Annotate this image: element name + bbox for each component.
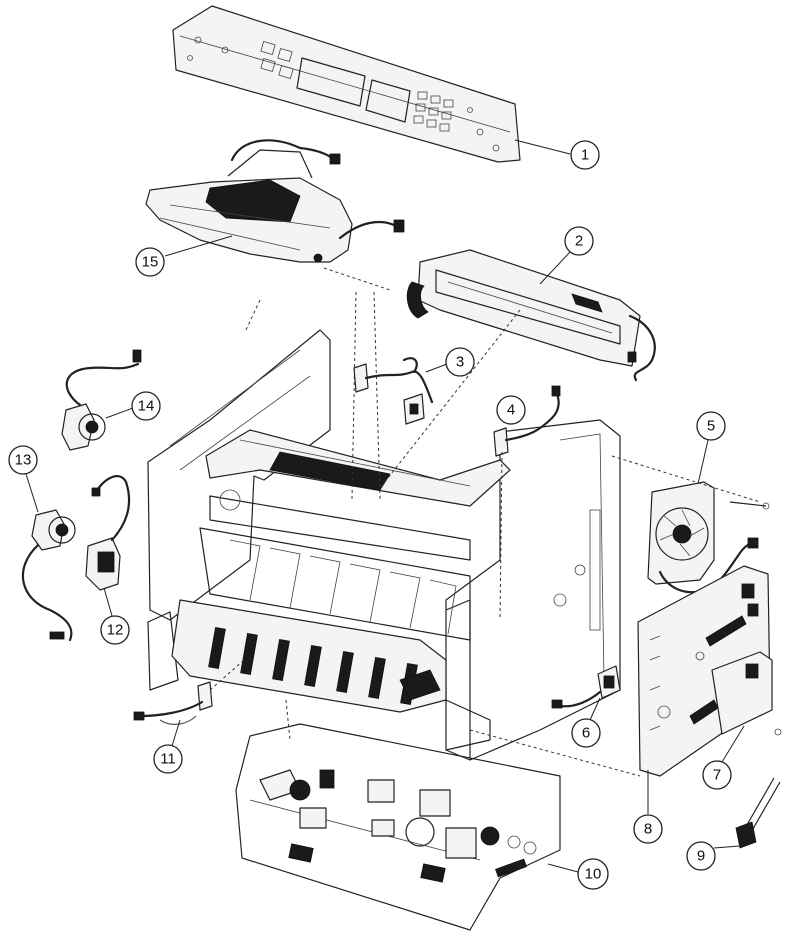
callout-12-label: 12 xyxy=(107,622,124,639)
callout-4-label: 4 xyxy=(507,402,515,419)
part-printhead xyxy=(145,139,405,263)
callout-9: 9 xyxy=(686,841,716,871)
callout-7-label: 7 xyxy=(713,767,721,784)
leader-line-9 xyxy=(713,845,741,849)
leader-line-6 xyxy=(589,697,601,721)
callout-8: 8 xyxy=(633,814,663,844)
part-motor-14 xyxy=(61,349,142,451)
callout-9-label: 9 xyxy=(697,848,705,865)
callout-2-label: 2 xyxy=(575,233,583,250)
callout-5-label: 5 xyxy=(707,418,715,435)
callout-7: 7 xyxy=(702,760,732,790)
callout-11: 11 xyxy=(153,744,183,774)
callout-8-label: 8 xyxy=(644,821,652,838)
part-main-frame xyxy=(147,329,621,761)
callout-10-label: 10 xyxy=(585,866,602,883)
callout-5: 5 xyxy=(696,411,726,441)
callout-6: 6 xyxy=(571,718,601,748)
callout-3-label: 3 xyxy=(456,354,464,371)
callout-13-label: 13 xyxy=(15,452,32,469)
part-fan xyxy=(647,481,770,594)
part-power-supply xyxy=(235,723,561,931)
callout-4: 4 xyxy=(496,395,526,425)
callout-3: 3 xyxy=(445,347,475,377)
part-operator-panel xyxy=(172,5,521,163)
leader-line-12 xyxy=(103,587,113,617)
part-solenoid xyxy=(85,475,131,591)
part-antenna xyxy=(735,728,782,849)
leader-line-13 xyxy=(25,473,39,513)
callout-6-label: 6 xyxy=(582,725,590,742)
alignment-lines xyxy=(209,267,761,777)
callout-14: 14 xyxy=(131,391,161,421)
callout-10: 10 xyxy=(577,858,609,890)
callout-12: 12 xyxy=(100,615,130,645)
callout-15: 15 xyxy=(135,247,165,277)
leader-line-5 xyxy=(697,439,709,485)
leader-line-7 xyxy=(721,725,745,763)
leader-line-3 xyxy=(425,363,448,373)
callout-14-label: 14 xyxy=(138,398,155,415)
part-fuser xyxy=(406,249,656,382)
callout-1: 1 xyxy=(570,140,600,170)
part-sensor-6 xyxy=(551,665,621,709)
part-sensor-11 xyxy=(133,681,213,725)
callout-2: 2 xyxy=(564,226,594,256)
leader-line-11 xyxy=(171,719,181,747)
callout-1-label: 1 xyxy=(581,147,589,164)
leader-line-2 xyxy=(539,251,571,285)
part-sensor-4 xyxy=(493,385,561,457)
leader-line-1 xyxy=(514,139,571,155)
part-controller-board xyxy=(637,565,773,777)
callout-15-label: 15 xyxy=(142,254,159,271)
leader-line-15 xyxy=(164,235,233,257)
part-sensor-3 xyxy=(353,357,434,425)
part-motor-13 xyxy=(21,509,76,642)
leader-line-10 xyxy=(547,863,579,873)
callout-11-label: 11 xyxy=(160,751,176,768)
leader-line-14 xyxy=(105,407,134,419)
callout-13: 13 xyxy=(8,445,38,475)
